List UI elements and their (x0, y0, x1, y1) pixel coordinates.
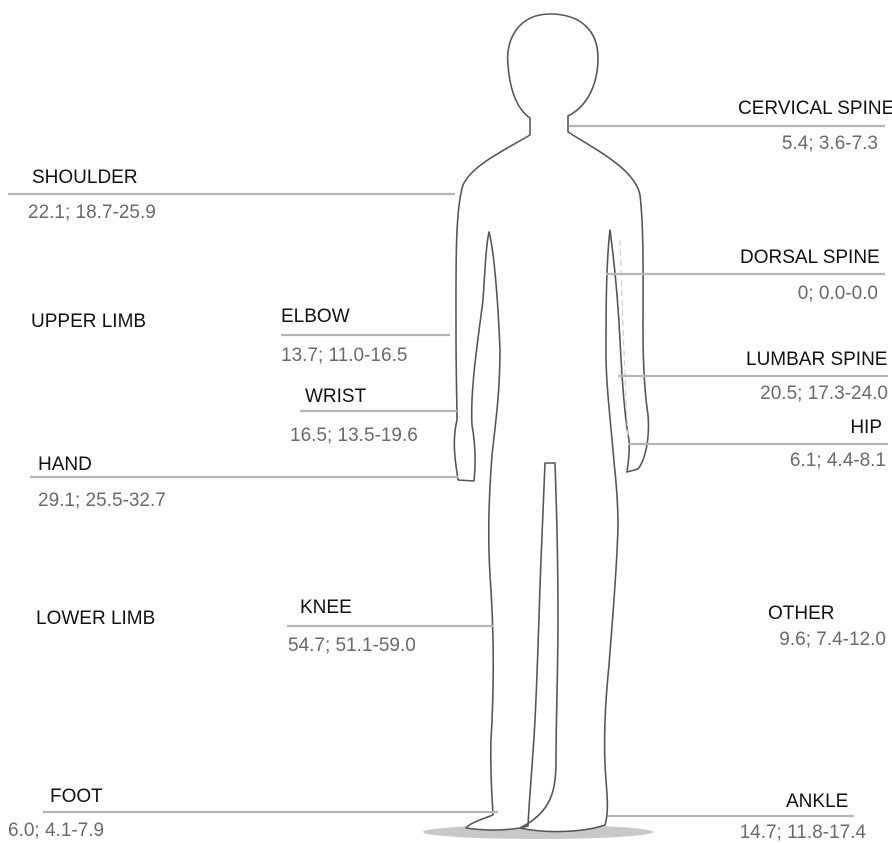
elbow-label: ELBOW (281, 307, 350, 326)
other-label: OTHER (768, 604, 835, 623)
other-value: 9.6; 7.4-12.0 (779, 630, 886, 649)
elbow-value: 13.7; 11.0-16.5 (281, 346, 407, 365)
shoulder-value: 22.1; 18.7-25.9 (28, 203, 156, 222)
hand-label: HAND (38, 455, 92, 474)
human-silhouette (454, 14, 648, 832)
ankle-label: ANKLE (786, 792, 848, 811)
upper-limb-label: UPPER LIMB (31, 312, 146, 331)
foot-value: 6.0; 4.1-7.9 (8, 821, 104, 840)
wrist-label: WRIST (305, 387, 366, 406)
ankle-value: 14.7; 11.8-17.4 (740, 823, 866, 842)
hip-label: HIP (850, 418, 882, 437)
dorsal-spine-value: 0; 0.0-0.0 (798, 284, 878, 303)
wrist-value: 16.5; 13.5-19.6 (290, 426, 418, 445)
body-outline (454, 14, 648, 832)
hand-value: 29.1; 25.5-32.7 (38, 491, 166, 510)
lower-limb-label: LOWER LIMB (36, 609, 155, 628)
lumbar-spine-value: 20.5; 17.3-24.0 (760, 384, 888, 403)
lumbar-spine-label: LUMBAR SPINE (746, 350, 887, 369)
cervical-spine-value: 5.4; 3.6-7.3 (782, 134, 878, 153)
leader-lines (8, 126, 888, 816)
knee-value: 54.7; 51.1-59.0 (288, 636, 416, 655)
foot-label: FOOT (50, 787, 103, 806)
hip-value: 6.1; 4.4-8.1 (790, 451, 886, 470)
knee-label: KNEE (300, 598, 352, 617)
shoulder-label: SHOULDER (32, 168, 138, 187)
cervical-spine-label: CERVICAL SPINE (738, 99, 892, 118)
dorsal-spine-label: DORSAL SPINE (740, 248, 880, 267)
